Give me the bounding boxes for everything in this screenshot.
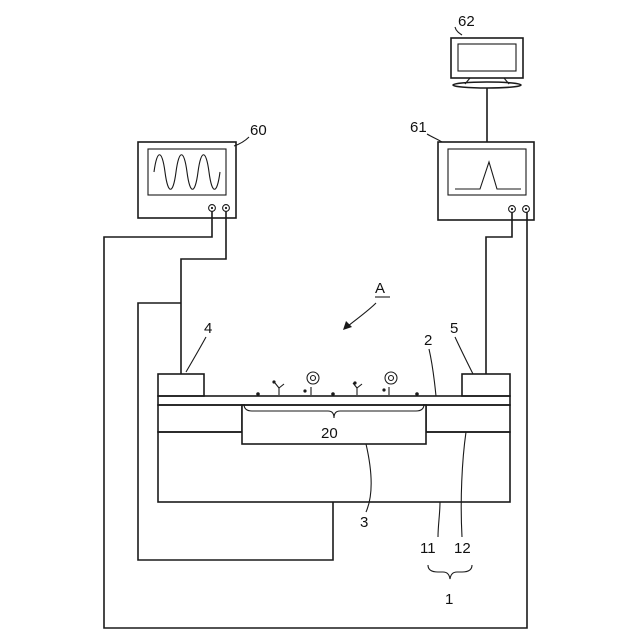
right-oscilloscope (438, 142, 534, 220)
y-shaped-probe-icon (272, 380, 284, 395)
label-cavity: 20 (321, 425, 338, 442)
label-right-scope: 61 (410, 119, 427, 136)
label-electrode-right: 5 (450, 320, 458, 337)
leader-sub-b (461, 432, 466, 537)
waveform-sine-icon (154, 155, 220, 190)
label-monitor: 62 (458, 13, 475, 30)
waveform-peak-icon (455, 162, 521, 189)
bound-target-icon (382, 372, 397, 395)
leader-sub-a (438, 502, 440, 537)
bound-target-icon (303, 372, 319, 395)
label-sub-b: 12 (454, 540, 471, 557)
label-section-marker: A (375, 280, 385, 297)
leader-right-scope (427, 134, 442, 142)
electrode-left (158, 374, 204, 396)
molecules (256, 372, 419, 396)
label-sub-a: 11 (420, 540, 436, 557)
sensing-film (158, 396, 510, 405)
arrow-icon (343, 303, 376, 330)
monitor-icon (451, 38, 523, 88)
leader-electrode-left (186, 337, 206, 372)
leader-electrode-right (455, 337, 473, 374)
label-left-scope: 60 (250, 122, 267, 139)
left-oscilloscope (138, 142, 236, 218)
electrode-right (462, 374, 510, 396)
substrate-brace (428, 565, 472, 579)
label-substrate: 1 (445, 591, 453, 608)
leader-film (429, 349, 436, 396)
y-shaped-probe-icon (353, 381, 362, 395)
label-fill: 3 (360, 514, 368, 531)
label-film: 2 (424, 332, 432, 349)
label-electrode-left: 4 (204, 320, 212, 337)
